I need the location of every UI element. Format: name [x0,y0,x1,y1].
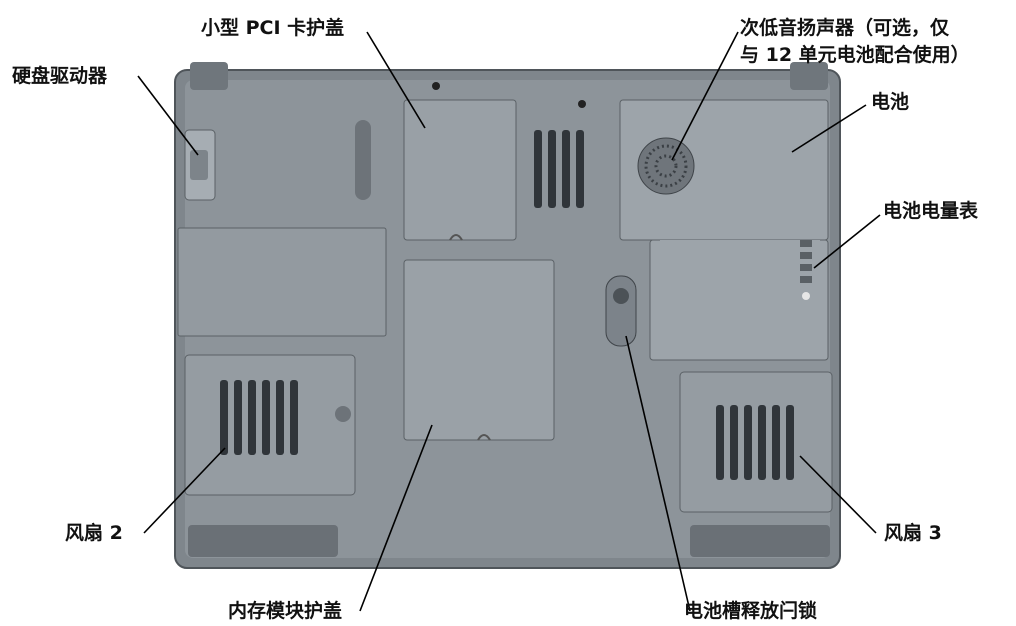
label-subwoofer-line2: 与 12 单元电池配合使用） [740,44,970,66]
label-mini-pci-cover: 小型 PCI 卡护盖 [201,17,345,39]
fan-3 [679,371,833,513]
battery-gauge [800,240,812,300]
leader-fan2 [143,447,226,534]
right-foot [690,525,830,557]
latch-slot [355,120,371,200]
leader-battery [791,104,867,153]
label-battery: 电池 [871,91,910,113]
side-panel [177,227,387,337]
memory-module-cover [403,259,555,441]
battery-release-latch [605,275,637,347]
center-vents [534,130,584,208]
label-memory-cover: 内存模块护盖 [228,600,343,622]
right-hinge [790,62,828,90]
leader-fan3 [799,455,877,534]
battery [619,99,829,361]
leader-mini-pci [366,31,426,129]
leader-memory [359,424,433,612]
label-subwoofer-line1: 次低音扬声器（可选，仅 [740,17,950,39]
label-fan-2: 风扇 2 [65,522,123,544]
hard-drive-bay [184,129,216,201]
left-hinge [190,62,228,90]
fan-2 [184,354,356,496]
leader-subwoofer [671,31,739,161]
leader-latch [625,335,691,612]
label-fan-3: 风扇 3 [884,522,942,544]
label-battery-gauge: 电池电量表 [883,200,979,222]
label-hard-drive: 硬盘驱动器 [12,65,108,87]
leader-battery-gauge [813,214,881,269]
left-foot [188,525,338,557]
subwoofer-grille [637,137,695,195]
leader-hard-drive [137,75,199,156]
mini-pci-cover [403,82,586,241]
callout-lines [137,31,881,612]
label-battery-latch: 电池槽释放闩锁 [684,600,818,622]
